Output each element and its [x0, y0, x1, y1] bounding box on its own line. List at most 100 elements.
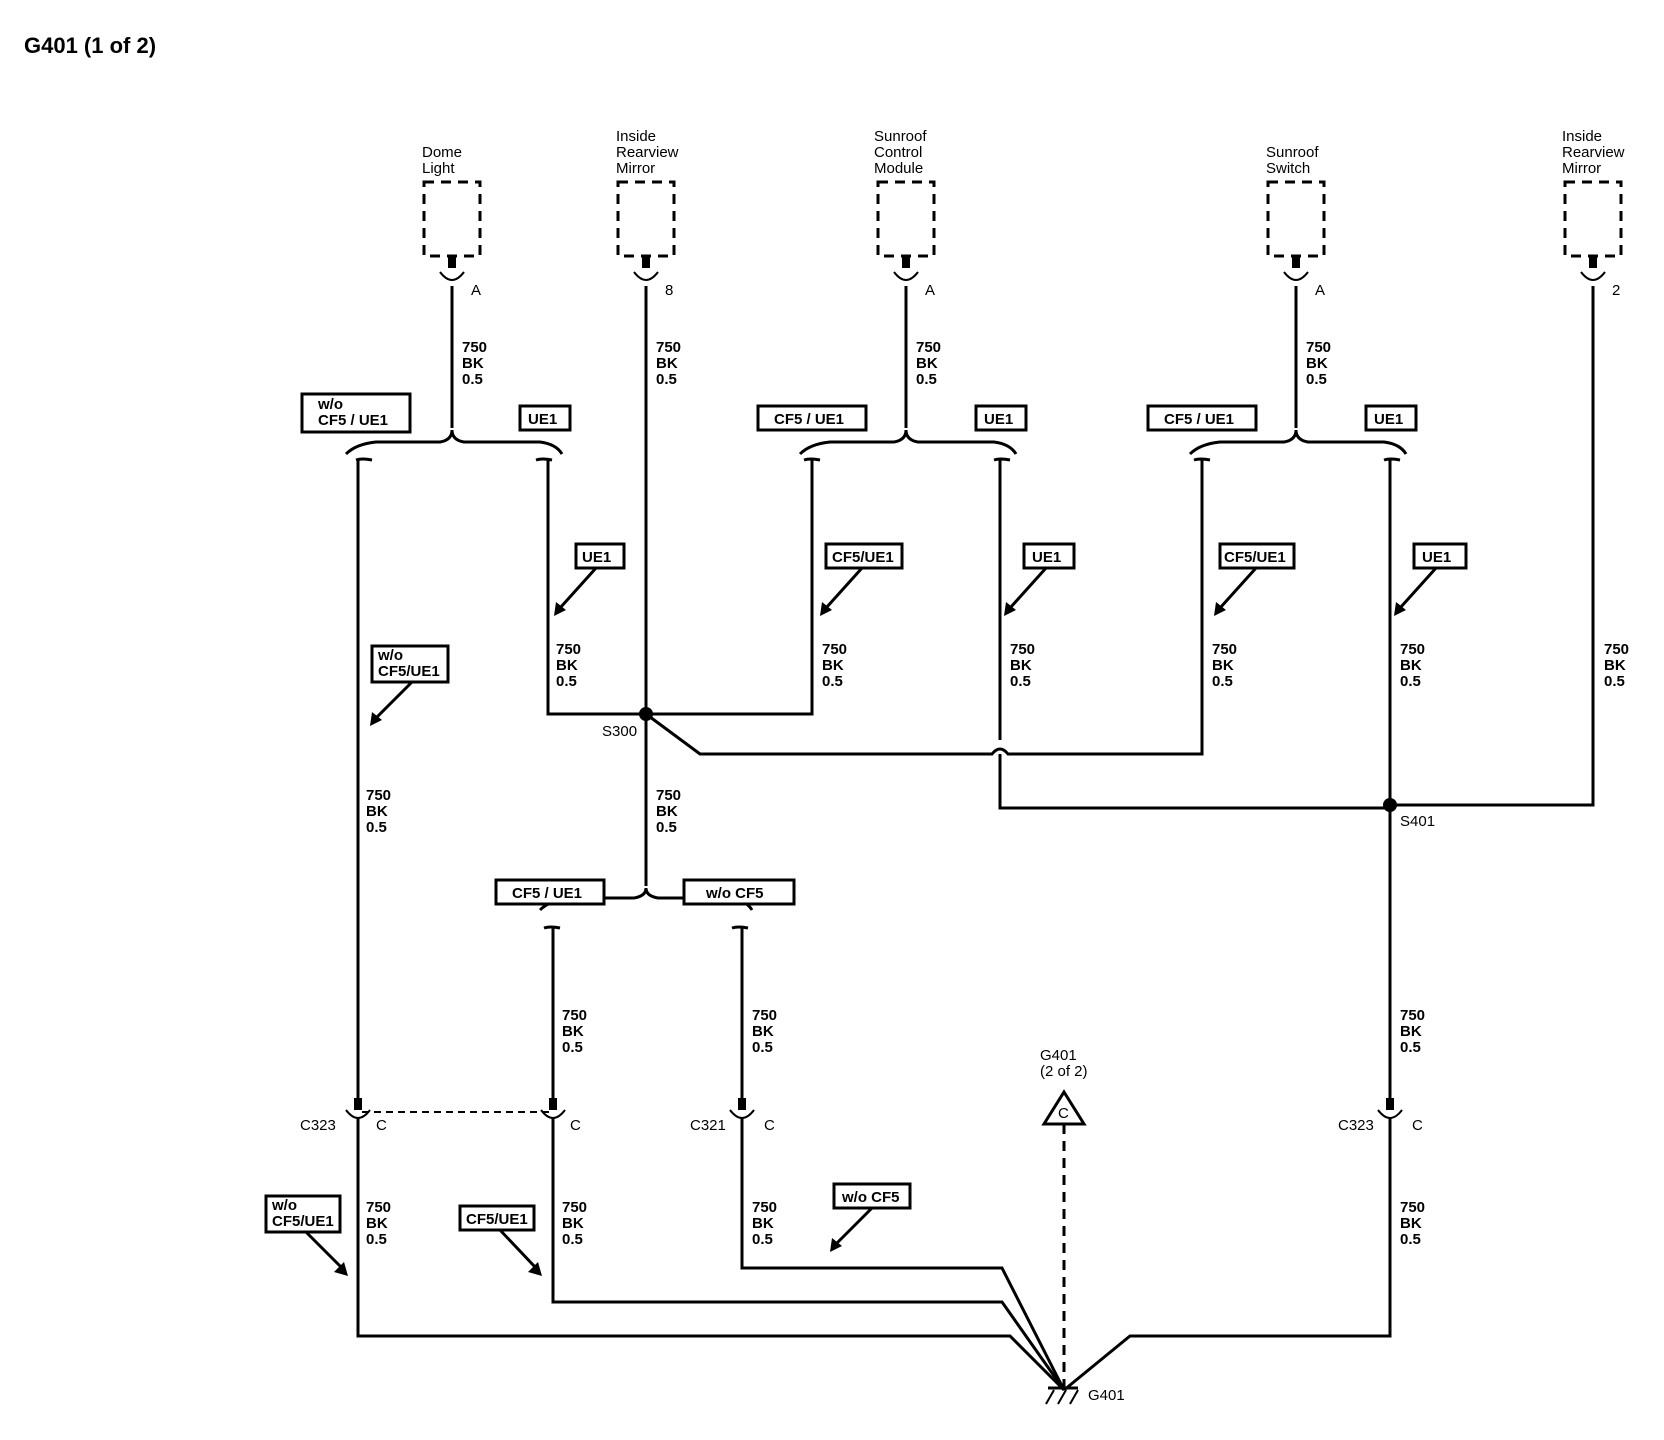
sunroof-switch-label-1: Sunroof — [1266, 144, 1319, 161]
mirror-left-component: Inside Rearview Mirror — [616, 128, 679, 258]
pin-mirror-right: 2 — [1612, 282, 1620, 299]
mirror-left-label-1: Inside — [616, 128, 656, 145]
wire-label-bottom-2: 750 BK 0.5 — [562, 1199, 587, 1248]
tag-cf5-ue1-line: CF5/UE1 — [272, 1213, 334, 1230]
mirror-right-label-2: Rearview — [1562, 144, 1625, 161]
tag-cf5-ue1-text: CF5 / UE1 — [512, 885, 582, 902]
c323-mid-terminal — [549, 1098, 557, 1110]
tag-ue1-text: UE1 — [984, 411, 1013, 428]
wire-circuit: 750 — [656, 787, 681, 804]
wire-gauge: 0.5 — [916, 371, 937, 388]
wire-label-mirror-right: 750 BK 0.5 — [1604, 641, 1629, 690]
wire-circuit: 750 — [1400, 1199, 1425, 1216]
ground-label: G401 — [1088, 1387, 1125, 1404]
tag-cf5-ue1-text: CF5 / UE1 — [1164, 411, 1234, 428]
dome-light-label-1: Dome — [422, 144, 462, 161]
wire-gauge: 0.5 — [366, 1231, 387, 1248]
wire-gauge: 0.5 — [1306, 371, 1327, 388]
ground-ref-line2: (2 of 2) — [1040, 1063, 1088, 1080]
mirror-left-terminal — [642, 256, 650, 268]
mirror-right-terminal — [1589, 256, 1597, 268]
tag-ue1-text: UE1 — [528, 411, 557, 428]
s401-label: S401 — [1400, 813, 1435, 830]
wire-color: BK — [916, 355, 938, 372]
component-terminals — [439, 256, 1606, 281]
tag-wo-line: w/o — [317, 396, 343, 413]
tag-ue1-text: UE1 — [1422, 549, 1451, 566]
tag-ue1-text: UE1 — [1374, 411, 1403, 428]
wire-label-lower-2: 750 BK 0.5 — [752, 1007, 777, 1056]
wire-color: BK — [556, 657, 578, 674]
wire-circuit: 750 — [366, 1199, 391, 1216]
wire-label-left-long: 750 BK 0.5 — [366, 787, 391, 836]
wire-gauge: 0.5 — [752, 1039, 773, 1056]
wire-circuit: 750 — [1400, 641, 1425, 658]
tag-wo-line: w/o — [377, 647, 403, 664]
tag-wo-cf5-text: w/o CF5 — [705, 885, 764, 902]
wire-circuit: 750 — [462, 339, 487, 356]
c321-pin: C — [764, 1117, 775, 1134]
wire-color: BK — [752, 1023, 774, 1040]
wire-label-mid-5: 750 BK 0.5 — [1400, 641, 1425, 690]
sunroof-switch-label-2: Switch — [1266, 160, 1310, 177]
wire-label-bottom-4: 750 BK 0.5 — [1400, 1199, 1425, 1248]
mirror-left-box — [616, 180, 676, 258]
s300-label: S300 — [602, 723, 637, 740]
wire-circuit: 750 — [366, 787, 391, 804]
option-tag-ue1-1: UE1 — [518, 404, 572, 432]
option-tag-cf5-ue1-2: CF5 / UE1 — [1146, 404, 1258, 432]
wire-color: BK — [1212, 657, 1234, 674]
tag-wo-line: w/o — [271, 1197, 297, 1214]
sunroof-module-label-2: Control — [874, 144, 922, 161]
sunroof-module-box — [876, 180, 936, 258]
sunroof-module-label-3: Module — [874, 160, 923, 177]
mirror-right-box — [1563, 180, 1623, 258]
mirror-left-label-3: Mirror — [616, 160, 655, 177]
wire-color: BK — [1400, 657, 1422, 674]
dome-light-component: Dome Light — [422, 144, 482, 258]
ground-symbol-icon — [1045, 1386, 1079, 1405]
tag-cf5-ue1-line: CF5 / UE1 — [318, 412, 388, 429]
wire-color: BK — [1010, 657, 1032, 674]
sunroof-switch-component: Sunroof Switch — [1266, 144, 1326, 258]
wire-label-mid-2: 750 BK 0.5 — [822, 641, 847, 690]
wire-circuit: 750 — [752, 1007, 777, 1024]
page-title: G401 (1 of 2) — [24, 33, 156, 58]
wire-label-mid-1: 750 BK 0.5 — [556, 641, 581, 690]
option-tag-ue1-3: UE1 — [1364, 404, 1418, 432]
ground-ref-letter: C — [1058, 1105, 1069, 1122]
option-tag-wo-cf5-bottom: w/o CF5 — [830, 1182, 912, 1252]
pin-dome-light: A — [471, 282, 481, 299]
option-tag-wo-cf5-lower: w/o CF5 — [682, 878, 796, 906]
wire-label-bottom-3: 750 BK 0.5 — [752, 1199, 777, 1248]
wire-circuit: 750 — [1604, 641, 1629, 658]
sunroof-module-terminal — [902, 256, 910, 268]
wire-circuit: 750 — [1212, 641, 1237, 658]
wire-gauge: 0.5 — [1400, 673, 1421, 690]
c321-terminal — [738, 1098, 746, 1110]
wire-label-mid-3: 750 BK 0.5 — [1010, 641, 1035, 690]
s401-splice-dot — [1383, 798, 1397, 812]
option-tag-ue1-arrow-3: UE1 — [1394, 542, 1468, 616]
wire-label-mid-4: 750 BK 0.5 — [1212, 641, 1237, 690]
wire-circuit: 750 — [562, 1199, 587, 1216]
wire-circuit: 750 — [1400, 1007, 1425, 1024]
sunroof-module-label-1: Sunroof — [874, 128, 927, 145]
tag-cf5-ue1-line: CF5/UE1 — [378, 663, 440, 680]
wire-gauge: 0.5 — [1212, 673, 1233, 690]
option-tag-wo-cf5-ue1-top: w/o CF5 / UE1 — [300, 392, 412, 434]
mirror-left-label-2: Rearview — [616, 144, 679, 161]
tag-cf5-ue1-text: CF5/UE1 — [466, 1211, 528, 1228]
wire-label-mirror-left: 750 BK 0.5 — [656, 339, 681, 388]
lower-connectors — [345, 1109, 1403, 1119]
wire-color: BK — [656, 355, 678, 372]
c323-left-terminal — [354, 1098, 362, 1110]
s300-splice-dot — [639, 707, 653, 721]
dome-light-label-2: Light — [422, 160, 455, 177]
wire-color: BK — [656, 803, 678, 820]
wire-color: BK — [462, 355, 484, 372]
wire-gauge: 0.5 — [366, 819, 387, 836]
pin-sunroof-module: A — [925, 282, 935, 299]
wire-label-sunroof-switch: 750 BK 0.5 — [1306, 339, 1331, 388]
sunroof-module-component: Sunroof Control Module — [874, 128, 936, 258]
